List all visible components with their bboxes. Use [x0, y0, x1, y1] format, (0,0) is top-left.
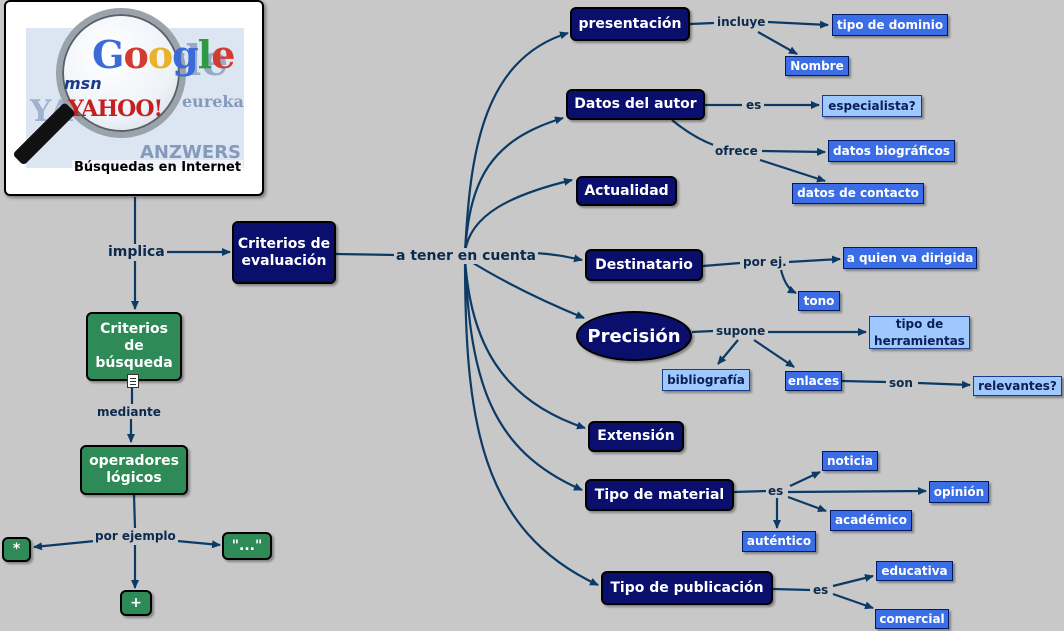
logo-yahoo: YAHOO!	[68, 96, 163, 122]
label-por-ej: por ej.	[741, 255, 789, 269]
node-educativa[interactable]: educativa	[876, 561, 953, 581]
link-porej-tono	[779, 269, 797, 294]
link-enlaces-son	[841, 379, 887, 384]
label-es-autor: es	[744, 98, 764, 112]
magnifier-lens	[56, 8, 186, 138]
node-opinion[interactable]: opinión	[929, 481, 989, 503]
node-tono[interactable]: tono	[798, 291, 840, 311]
link-incluye-nombre	[757, 31, 798, 55]
link-presentacion-incluye	[689, 21, 715, 26]
node-operador-asterisco[interactable]: *	[2, 537, 31, 562]
label-incluye: incluye	[715, 15, 768, 29]
link-hub-datosautor	[463, 116, 564, 253]
link-incluye-dominio	[767, 20, 829, 29]
label-es-material: es	[766, 484, 786, 498]
link-hub-destinatario	[534, 251, 583, 263]
node-operador-mas[interactable]: +	[120, 590, 152, 616]
document-icon[interactable]	[127, 374, 139, 388]
link-porejemplo-comillas	[176, 539, 221, 549]
link-supone-enlaces	[753, 339, 795, 368]
node-datos-autor[interactable]: Datos del autor	[566, 89, 705, 120]
link-operadores-porejemplo	[132, 494, 137, 529]
logo-anzwers: ANZWERS	[140, 142, 242, 163]
node-relevantes[interactable]: relevantes?	[973, 376, 1062, 396]
node-autentico[interactable]: auténtico	[742, 531, 816, 552]
label-por-ejemplo: por ejemplo	[93, 529, 178, 543]
logo-msn: msn	[64, 74, 102, 93]
label-son: son	[887, 376, 915, 390]
link-es-opinion	[787, 487, 927, 496]
label-implica: implica	[106, 244, 167, 260]
link-hub-precision	[464, 257, 585, 320]
label-a-tener-en-cuenta: a tener en cuenta	[394, 248, 538, 264]
node-criterios-evaluacion[interactable]: Criterios de evaluación	[232, 221, 336, 284]
node-nombre[interactable]: Nombre	[785, 56, 849, 76]
node-presentacion[interactable]: presentación	[570, 7, 690, 41]
node-datos-biograficos[interactable]: datos biográficos	[828, 140, 955, 162]
link-hub-presentacion	[463, 31, 569, 253]
image-caption: Búsquedas en Internet	[72, 160, 244, 175]
link-material-es	[733, 489, 767, 494]
node-bibliografia[interactable]: bibliografía	[662, 369, 750, 391]
node-precision[interactable]: Precisión	[576, 311, 692, 361]
logo-google: Google	[92, 32, 235, 77]
node-datos-contacto[interactable]: datos de contacto	[792, 183, 924, 204]
link-es-noticia	[789, 471, 821, 487]
link-destinatario-porej	[702, 261, 741, 268]
link-hub-extension	[463, 257, 586, 430]
label-supone: supone	[714, 324, 768, 338]
node-operadores-logicos[interactable]: operadores lógicos	[80, 445, 188, 495]
link-hub-actualidad	[463, 177, 573, 253]
node-tipo-material[interactable]: Tipo de material	[585, 479, 734, 511]
node-extension[interactable]: Extensión	[588, 421, 684, 452]
link-porejemplo-asterisco	[33, 539, 96, 551]
link-ofrece-biograficos	[761, 147, 826, 156]
node-noticia[interactable]: noticia	[822, 451, 878, 471]
link-hub-tipomaterial	[463, 257, 583, 492]
link-es-comercial	[832, 592, 874, 610]
label-mediante: mediante	[95, 405, 163, 419]
link-autor-ofrece	[671, 119, 717, 148]
node-a-quien-va-dirigida[interactable]: a quien va dirigida	[843, 247, 977, 269]
node-tipo-dominio[interactable]: tipo de dominio	[832, 14, 948, 36]
link-porej-aquien	[787, 255, 841, 264]
link-hub-tipopublicacion	[463, 257, 599, 586]
node-actualidad[interactable]: Actualidad	[576, 176, 677, 206]
node-academico[interactable]: académico	[830, 510, 912, 531]
node-tipo-publicacion[interactable]: Tipo de publicación	[601, 571, 773, 605]
link-evaluacion-atener	[335, 252, 396, 257]
node-operador-comillas[interactable]: "..."	[222, 532, 272, 560]
logo-eureka: eureka	[182, 92, 244, 111]
link-ofrece-contacto	[759, 158, 826, 183]
node-criterios-busqueda[interactable]: Criterios de búsqueda	[86, 312, 182, 381]
link-precision-supone	[691, 329, 714, 334]
link-son-relevantes	[917, 380, 971, 389]
node-comercial[interactable]: comercial	[875, 609, 949, 629]
search-engines-image: gle eureka ANZWERS YA Google msn YAHOO! …	[4, 0, 264, 196]
label-es-publicacion: es	[811, 583, 831, 597]
node-enlaces[interactable]: enlaces	[785, 371, 842, 391]
link-es-educativa	[832, 574, 874, 588]
label-ofrece: ofrece	[713, 144, 760, 158]
node-especialista[interactable]: especialista?	[822, 95, 922, 117]
link-supone-bibliografia	[717, 339, 739, 365]
node-destinatario[interactable]: Destinatario	[585, 249, 703, 281]
node-tipo-herramientas[interactable]: tipo de herramientas	[869, 316, 970, 349]
link-publicacion-es	[772, 587, 811, 592]
link-es-academico	[787, 495, 827, 513]
